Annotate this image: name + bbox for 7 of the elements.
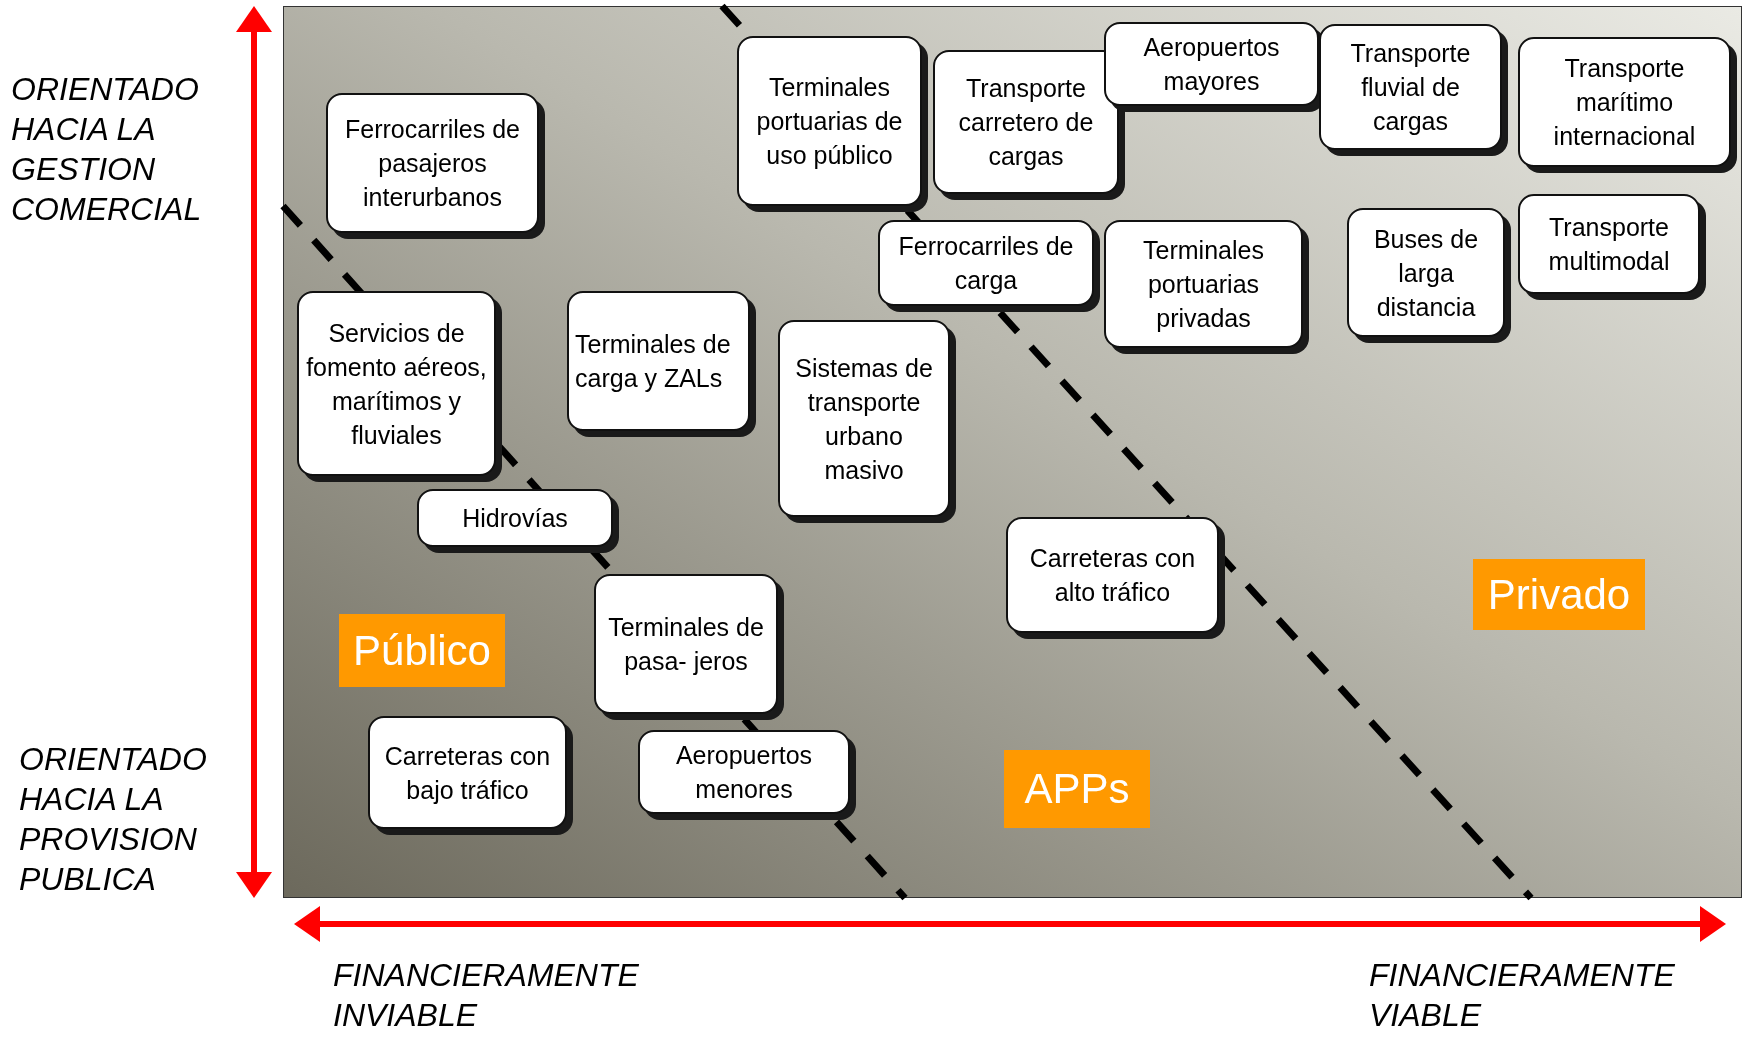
category-tag: Público — [339, 614, 505, 687]
category-tag: APPs — [1004, 750, 1150, 828]
axis-label: ORIENTADO HACIA LA PROVISION PUBLICA — [19, 740, 208, 899]
axis-label: ORIENTADO HACIA LA GESTION COMERCIAL — [11, 70, 203, 229]
category-tag: Privado — [1473, 559, 1645, 630]
axis-label: FINANCIERAMENTE INVIABLE — [333, 956, 640, 1035]
axis-label: FINANCIERAMENTE VIABLE — [1369, 956, 1676, 1035]
